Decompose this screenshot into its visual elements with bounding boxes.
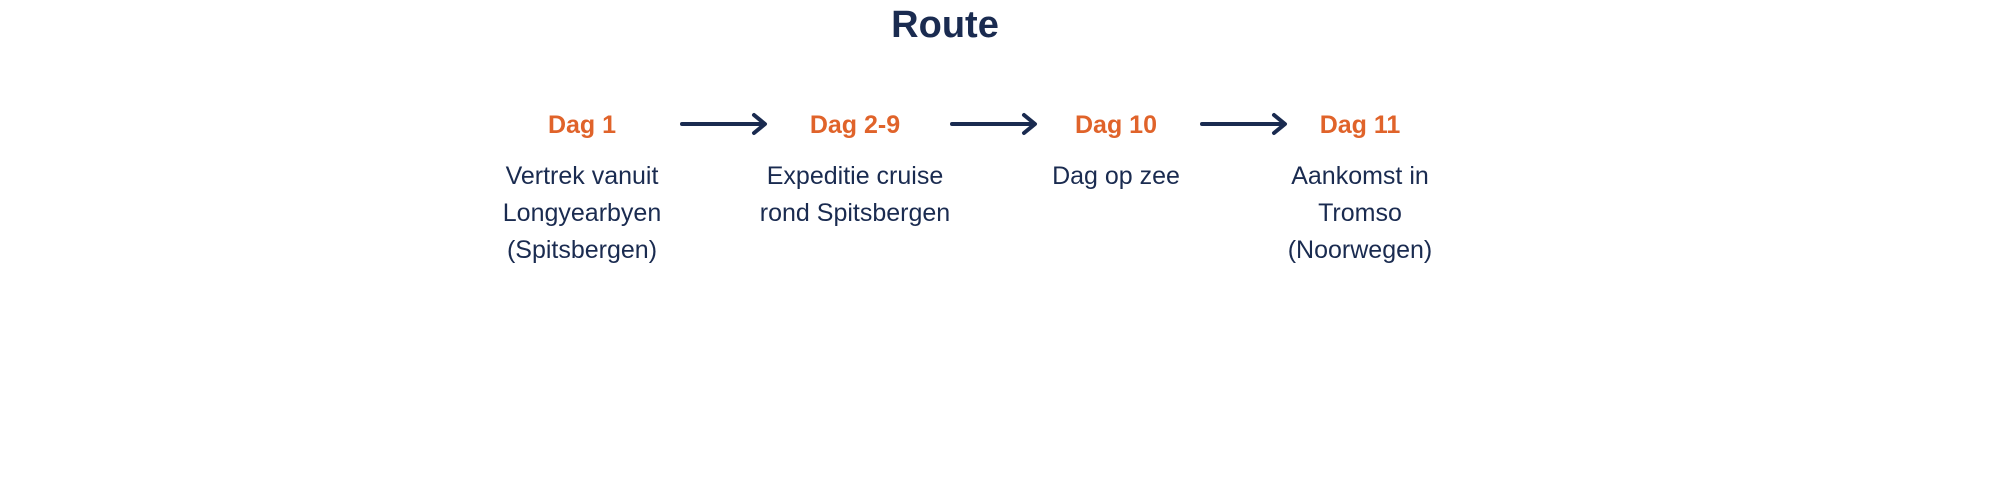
arrow-right-icon xyxy=(1200,113,1287,135)
step-description: Aankomst in Tromso (Noorwegen) xyxy=(1287,162,1433,264)
arrow-right-icon xyxy=(950,113,1037,135)
step-label: Dag 11 xyxy=(1319,111,1401,139)
step-label: Dag 10 xyxy=(1075,111,1157,139)
route-step-2: Dag 2-9 Expeditie cruise rond Spitsberge… xyxy=(745,108,965,232)
step-description: Dag op zee xyxy=(1052,162,1180,190)
arrow-right-icon xyxy=(680,113,767,135)
route-step-3: Dag 10 Dag op zee xyxy=(1006,108,1226,195)
step-label: Dag 1 xyxy=(547,111,617,139)
route-step-4: Dag 11 Aankomst in Tromso (Noorwegen) xyxy=(1250,108,1470,269)
step-description: Expeditie cruise rond Spitsbergen xyxy=(759,162,951,227)
page-title: Route xyxy=(891,4,999,46)
route-step-1: Dag 1 Vertrek vanuit Longyearbyen (Spits… xyxy=(472,108,692,269)
step-description: Vertrek vanuit Longyearbyen (Spitsbergen… xyxy=(502,162,662,264)
step-label: Dag 2-9 xyxy=(809,111,901,139)
